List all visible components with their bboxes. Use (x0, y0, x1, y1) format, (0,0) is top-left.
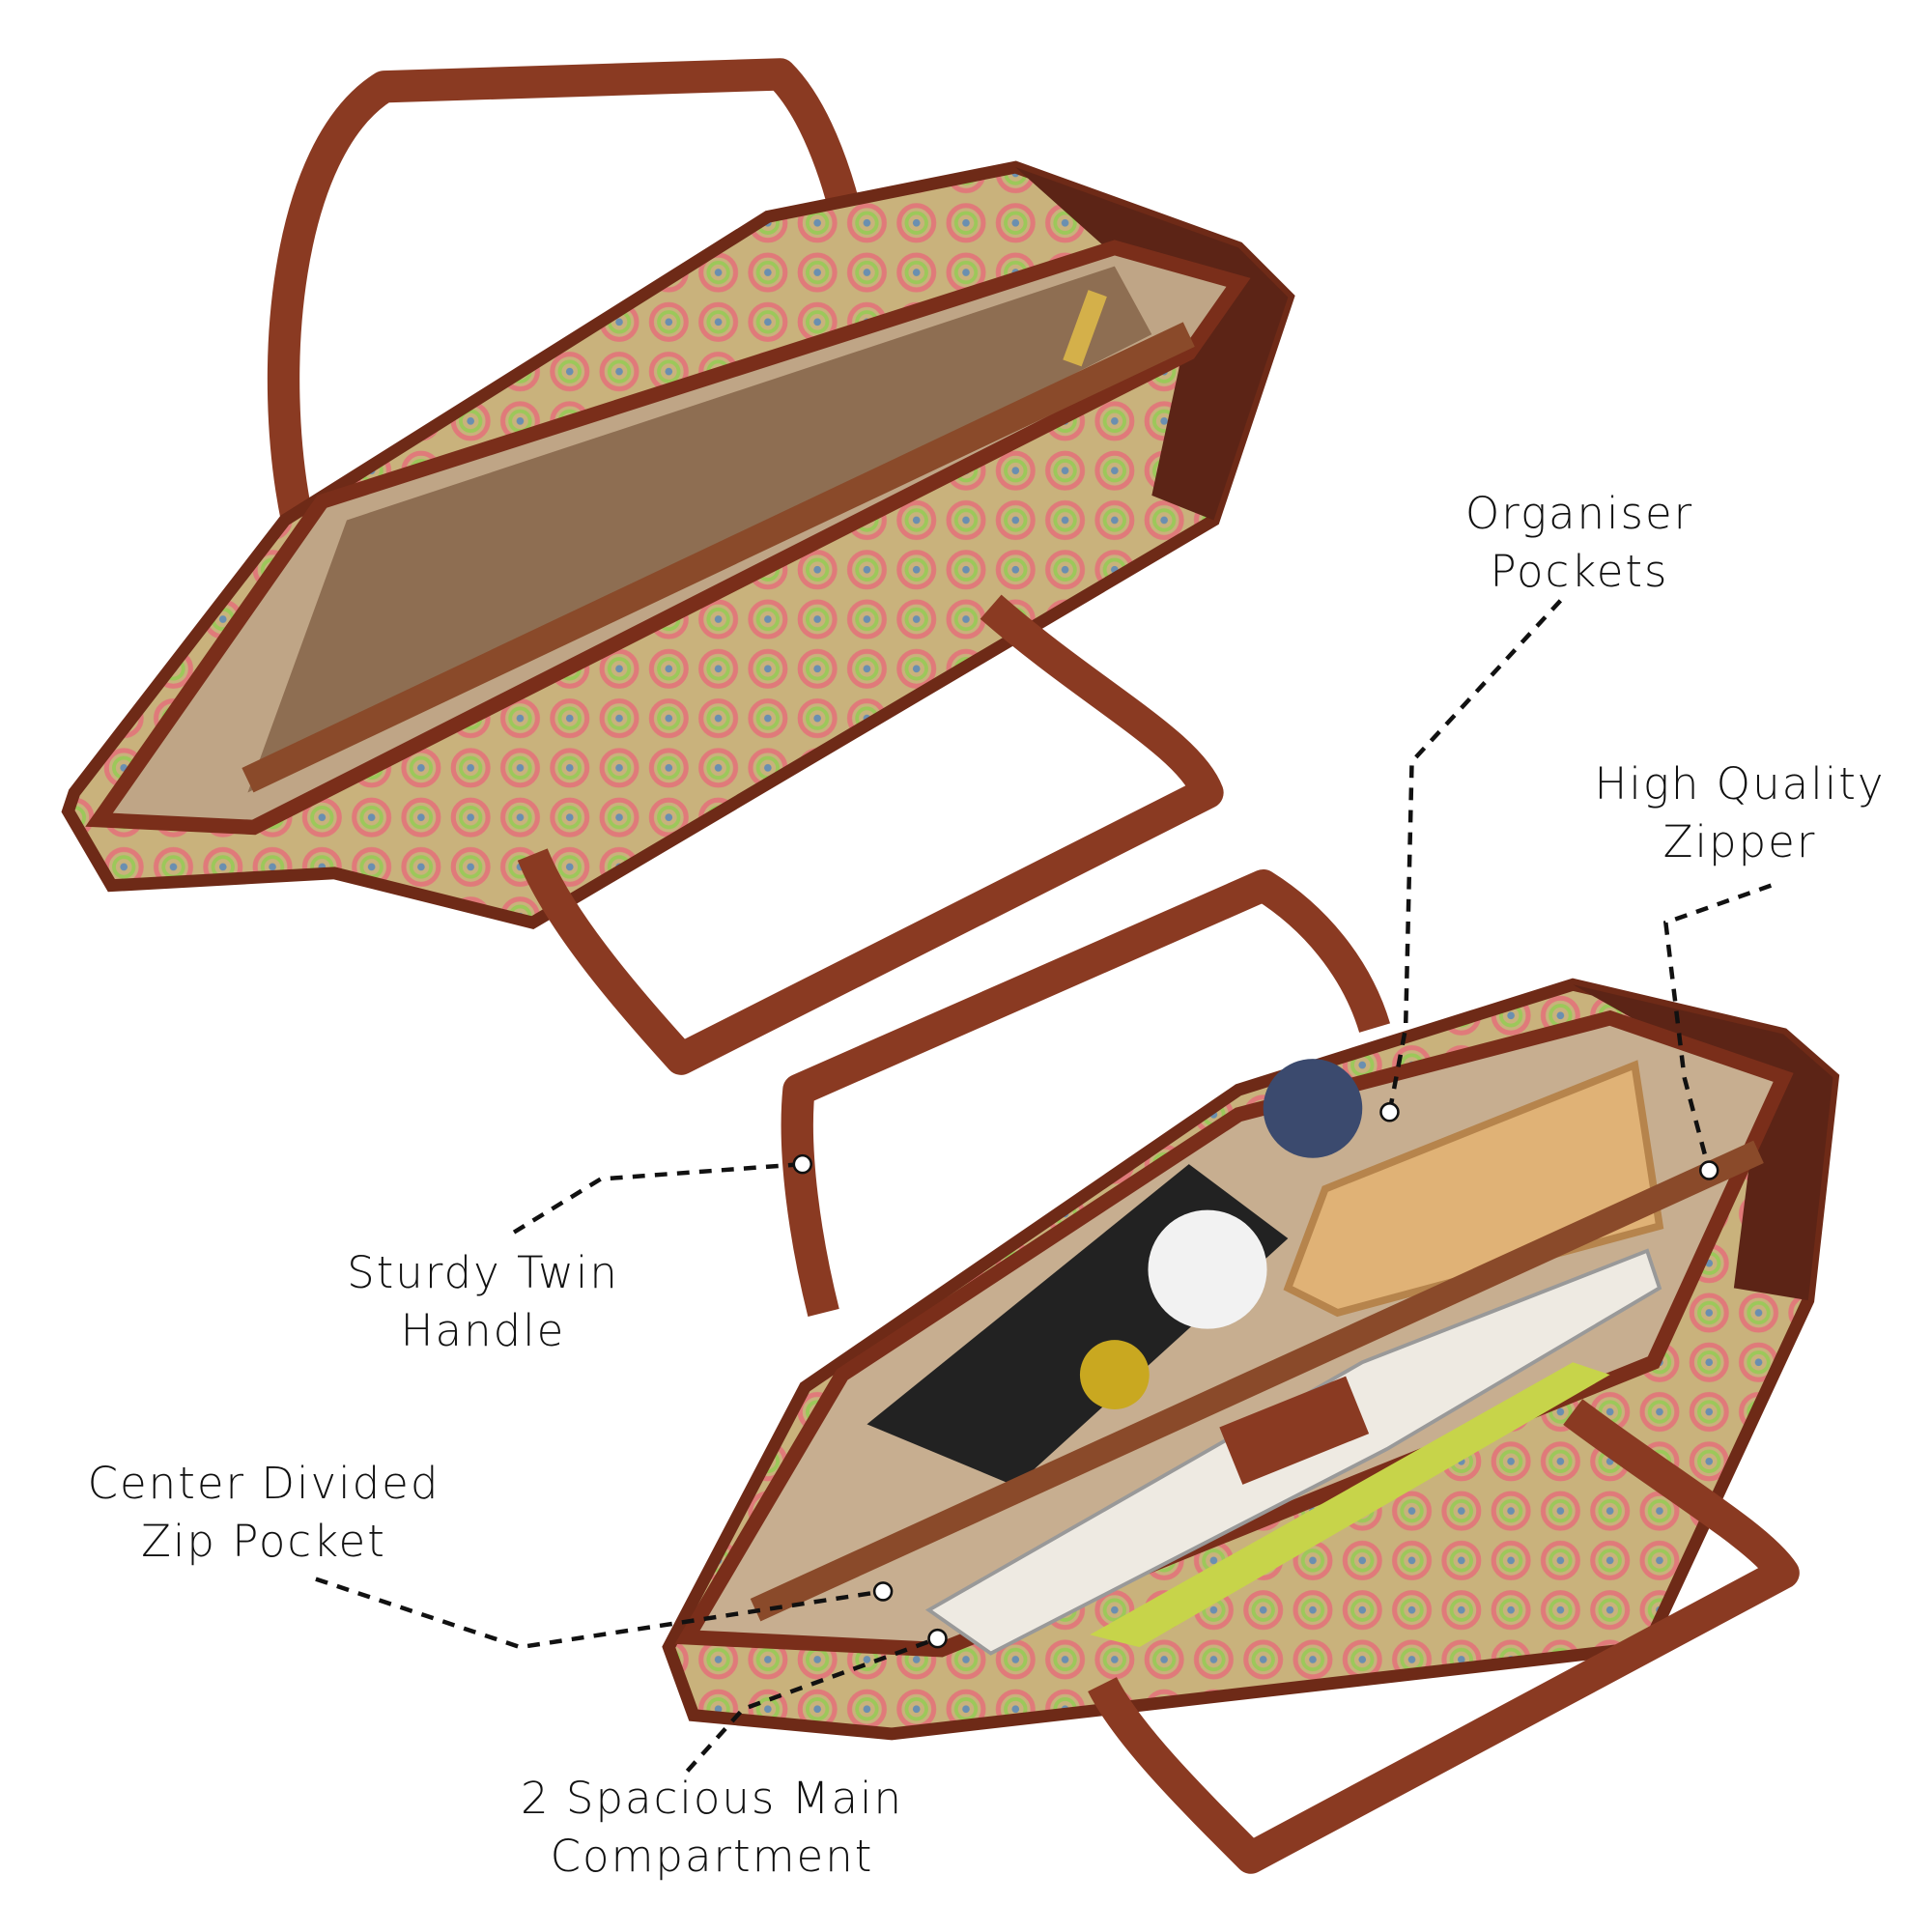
bag-top (61, 58, 1295, 1075)
callout-dots (792, 1102, 1719, 1649)
callout-dot-organiser (1379, 1102, 1400, 1122)
callout-dot-compartment (927, 1628, 948, 1649)
callout-high-quality-zipper: High Quality Zipper (1595, 755, 1886, 871)
bag-bottom (662, 869, 1840, 1874)
callout-text: Zipper (1662, 816, 1817, 867)
bag-bottom-front-handle (1088, 1399, 1800, 1874)
callout-line-zip-pocket (315, 1577, 884, 1650)
zipper-pull-icon (1063, 290, 1107, 367)
callout-text: Organiser (1464, 488, 1694, 539)
callout-text: Sturdy Twin (347, 1247, 619, 1298)
callout-line-zipper (1662, 883, 1773, 1172)
callout-dot-handle (792, 1153, 813, 1175)
callout-text: High Quality (1594, 758, 1886, 810)
callout-sturdy-twin-handle: Sturdy Twin Handle (347, 1244, 619, 1360)
callout-organiser-pockets: Organiser Pockets (1465, 485, 1693, 601)
callout-line-compartment (685, 1636, 939, 1773)
callout-text: Center Divided (87, 1458, 440, 1509)
callout-text: Zip Pocket (141, 1516, 386, 1567)
callout-lines (315, 599, 1773, 1773)
callout-line-handle (512, 1161, 803, 1235)
callout-text: Compartment (550, 1831, 874, 1882)
callout-center-divided-zip-pocket: Center Divided Zip Pocket (88, 1455, 440, 1571)
bag-top-zipper (242, 322, 1195, 793)
callout-text: 2 Spacious Main (520, 1773, 904, 1824)
callout-text: Pockets (1490, 546, 1669, 597)
bag-top-back-handle (267, 58, 871, 524)
callout-spacious-main-compartment: 2 Spacious Main Compartment (521, 1770, 903, 1886)
bag-bottom-back-handle (781, 869, 1391, 1318)
callout-dot-zip-pocket (872, 1581, 894, 1602)
callout-dot-zipper (1698, 1160, 1719, 1180)
bag-bottom-zipper (750, 1140, 1764, 1622)
callout-text: Handle (400, 1305, 566, 1356)
bag-top-front-handle (517, 594, 1224, 1075)
